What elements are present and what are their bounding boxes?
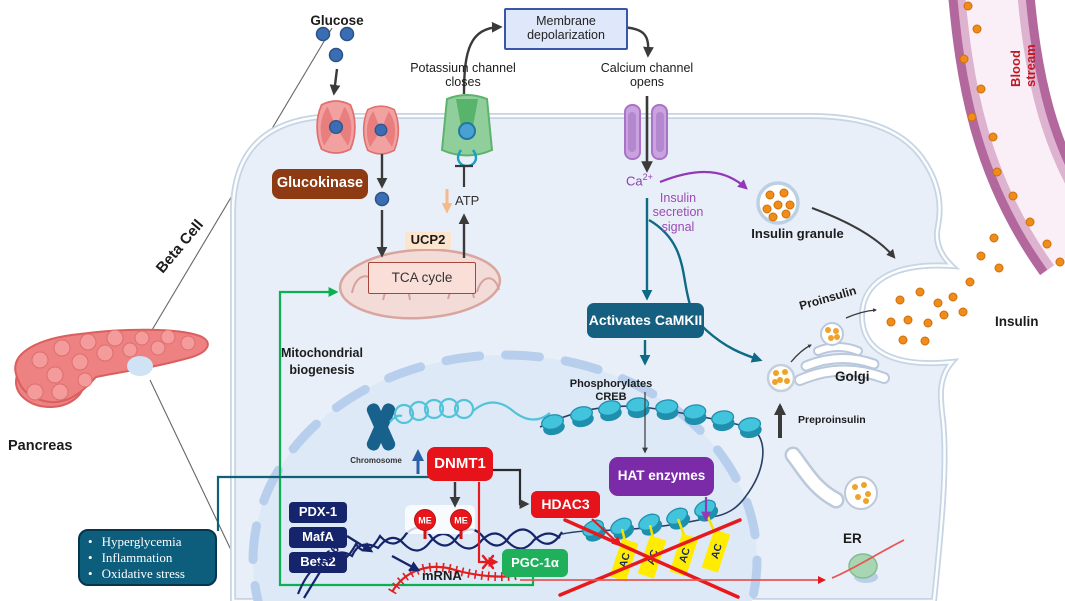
stressor-label: Inflammation <box>101 549 173 565</box>
atp-label: ATP <box>455 193 480 208</box>
chromatin-coil <box>389 397 551 425</box>
bullet-icon: • <box>88 533 93 549</box>
golgi-export-arrow <box>845 308 877 319</box>
pancreas-label: Pancreas <box>8 438 73 454</box>
calcium-ion-label: Ca2+ <box>626 172 653 189</box>
vesicle-to-golgi-arrow <box>790 344 812 363</box>
er-vesicle <box>844 476 878 510</box>
hat-enzymes-box: HAT enzymes <box>609 457 714 496</box>
mafa-box: MafA <box>289 527 347 548</box>
calcium-channel-icon <box>624 104 668 160</box>
mitochondrial-biogenesis-label: Mitochondrial biogenesis <box>281 346 363 377</box>
glut-transporter-1 <box>316 100 356 154</box>
bullet-icon: • <box>88 549 93 565</box>
tca-cycle-box: TCA cycle <box>368 262 476 294</box>
potassium-channel-label: Potassium channel closes <box>410 61 516 90</box>
chromosome-icon <box>366 403 396 451</box>
methyl-mark-label: ME <box>454 516 468 526</box>
ca-to-granule-arrow <box>659 170 748 190</box>
mrna-strand <box>388 562 520 595</box>
pdx1-box: PDX-1 <box>289 502 347 523</box>
acetyl-tag: AC <box>669 533 699 577</box>
mrna-label: mRNA <box>422 568 462 583</box>
methyl-mark: ME <box>414 509 436 539</box>
chromosome-label: Chromosome <box>350 456 402 465</box>
tf-to-gene-arrow <box>346 534 374 553</box>
mitochondrial-biogenesis-arrow <box>278 287 535 587</box>
dnmt1-box: DNMT1 <box>427 447 493 481</box>
acetyl-tag: AC <box>701 529 731 573</box>
golgi-vesicle <box>820 322 844 346</box>
ribosome-icon <box>848 553 878 583</box>
glut-transporter-2 <box>362 105 400 155</box>
methyl-mark-label: ME <box>418 516 432 526</box>
stressors-to-dnmt1-line <box>216 475 472 531</box>
ca-base: Ca <box>626 173 643 189</box>
gene-to-mrna-arrow <box>391 554 421 572</box>
mrna-over-ribosome-line <box>831 539 905 579</box>
golgi-icon <box>794 342 890 386</box>
ca-sup: 2+ <box>642 172 653 182</box>
membrane-depolarization-box: Membrane depolarization <box>504 8 628 50</box>
glucose-in-cell-dot <box>374 191 390 207</box>
activates-camkii-box: Activates CaMKII <box>587 303 704 338</box>
stressor-item: • Oxidative stress <box>88 566 207 582</box>
er-icon <box>784 446 878 510</box>
deacetylation-cross <box>558 518 742 599</box>
hdac3-box: HDAC3 <box>531 491 600 518</box>
beta2-box: Beta2 <box>289 552 347 573</box>
islet <box>127 356 153 376</box>
bullet-icon: • <box>88 565 93 581</box>
atp-inhibits-channel-tbar <box>455 164 473 187</box>
golgi-label: Golgi <box>835 369 870 384</box>
blood-vessel <box>948 0 1065 276</box>
insulin-label: Insulin <box>995 314 1039 329</box>
dnmt1-blocks-pgc1a-arrow <box>477 482 499 567</box>
er-label: ER <box>843 531 862 546</box>
glucokinase-box: Glucokinase <box>272 169 368 199</box>
glucose-entry-arrow <box>329 68 341 96</box>
glucose-label: Glucose <box>310 13 364 28</box>
granule-to-exocytosis-arrow <box>811 207 896 259</box>
inhibition-cross <box>481 554 495 570</box>
dnmt1-to-hdac3-arrow <box>493 468 530 509</box>
calcium-channel-label: Calcium channel opens <box>600 61 694 90</box>
pancreas-illustration <box>14 328 209 408</box>
methyl-mark: ME <box>450 509 472 539</box>
pgc1a-box: PGC-1α <box>502 549 568 577</box>
acetyl-tag-label: AC <box>709 542 725 561</box>
blood-stream-label: Blood stream <box>1008 44 1038 87</box>
insulin-granule-label: Insulin granule <box>751 226 844 241</box>
phosphorylates-creb-label: Phosphorylates CREB <box>569 378 653 403</box>
stressor-label: Hyperglycemia <box>101 533 182 549</box>
transport-vesicle <box>766 363 796 393</box>
acetyl-tag-label: AC <box>677 546 693 565</box>
insulin-secretion-signal-label: Insulin secretion signal <box>652 191 704 234</box>
stressor-item: • Inflammation <box>88 550 207 566</box>
potassium-to-depolarization-arrow <box>462 21 503 95</box>
ucp2-label: UCP2 <box>405 232 451 249</box>
stressors-box: • Hyperglycemia • Inflammation • Oxidative … <box>78 529 217 586</box>
stressor-item: • Hyperglycemia <box>88 534 207 550</box>
hdac3-to-histones-arrow <box>591 518 622 547</box>
potassium-channel-icon <box>440 94 494 168</box>
preproinsulin-label: Preproinsulin <box>798 414 866 426</box>
stressor-label: Oxidative stress <box>101 565 185 581</box>
insulin-granule-icon <box>756 181 800 225</box>
